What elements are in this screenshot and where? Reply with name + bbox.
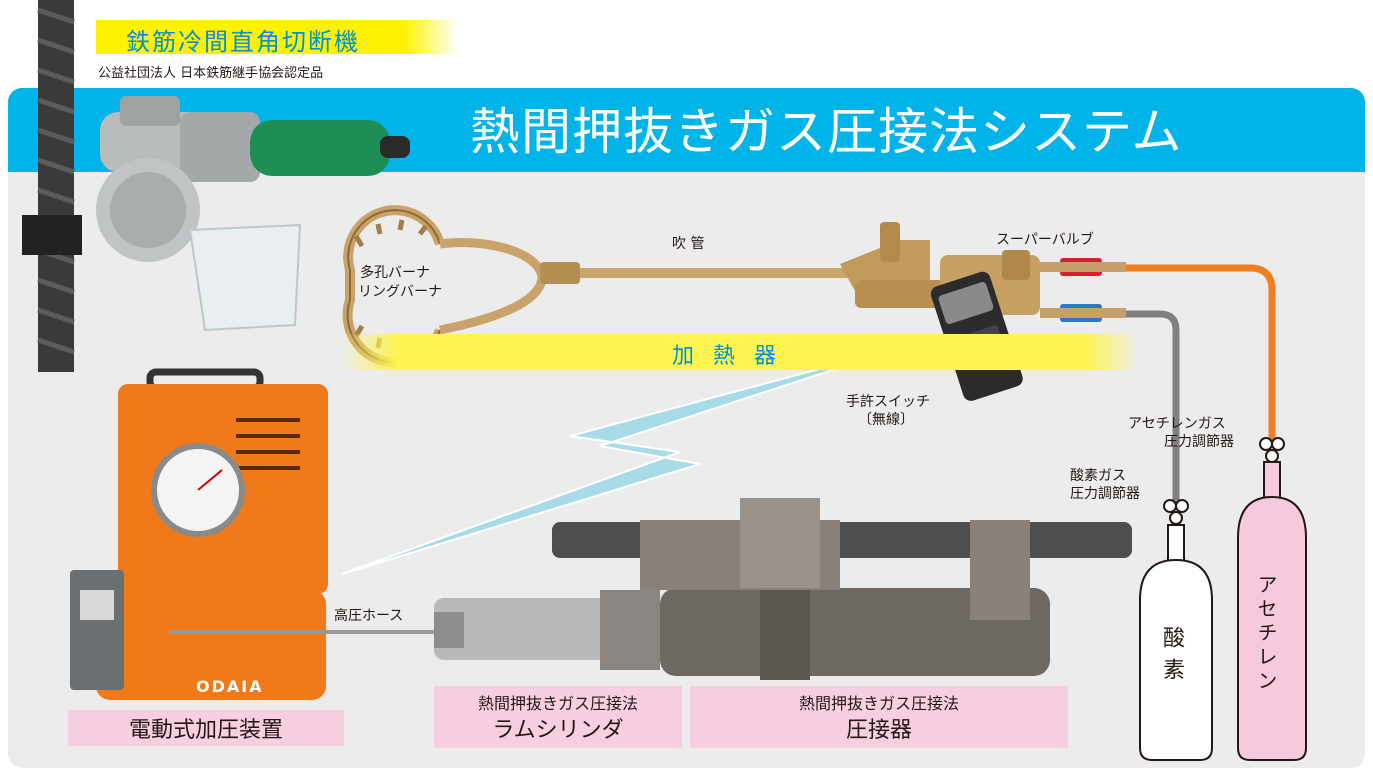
hand-switch-label-2: 〔無線〕 [858,412,914,428]
acetylene-cylinder [1237,461,1307,761]
ram-cylinder-label-box [434,686,682,748]
acetylene-regulator-label-1: アセチレンガス [1128,416,1226,432]
super-valve-label: スーパーバルブ [996,232,1094,248]
pressure-welder-label-line2: 圧接器 [845,718,912,743]
acetylene-regulator-icon [1259,437,1285,463]
oxygen-cylinder [1139,524,1213,761]
cutter-certification: 公益社団法人 日本鉄筋継手協会認定品 [98,66,324,81]
burner-label-2: リングバーナ [358,284,442,300]
cutter-title-highlight [96,20,458,54]
oxygen-regulator-icon [1163,499,1189,525]
oxygen-hose [1126,310,1180,502]
ram-cylinder-label-line1: 熱間押抜きガス圧接法 [477,694,638,713]
rebar-cutter-machine [22,96,410,332]
heater-label: 加 熱 器 [672,344,782,369]
electric-pump-unit [70,368,328,700]
oxygen-cylinder-label: 酸素 [1159,626,1184,690]
ram-cylinder-label-line2: ラムシリンダ [492,718,624,743]
pump-brand-text: ODAIA [196,677,264,696]
pressure-welder-label-box [690,686,1068,748]
rebar-vertical [37,0,75,372]
acetylene-cylinder-label: アセチレン [1254,574,1278,694]
hand-switch-label-1: 手許スイッチ [846,394,930,410]
acetylene-hose [1126,264,1276,440]
system-title: 熱間押抜きガス圧接法システム [470,103,1183,161]
burner-label-1: 多孔バーナ [360,265,430,281]
acetylene-regulator-label-2: 圧力調節器 [1164,434,1234,450]
blowpipe-label: 吹 管 [672,236,705,252]
ram-cylinder-device [434,590,660,670]
cutter-title: 鉄筋冷間直角切断機 [126,28,360,56]
high-pressure-hose-label: 高圧ホース [334,608,404,624]
electric-pump-label: 電動式加圧装置 [128,718,283,743]
electric-pump-label-box [68,710,344,746]
wireless-signal-icon [341,343,913,575]
oxygen-regulator-label-2: 圧力調節器 [1070,486,1140,502]
blowpipe [540,222,945,308]
pressure-welder-label-line1: 熱間押抜きガス圧接法 [798,694,959,713]
pressure-welder-device [552,498,1132,680]
heater-band [342,334,1140,370]
oxygen-regulator-label-1: 酸素ガス [1070,468,1126,484]
